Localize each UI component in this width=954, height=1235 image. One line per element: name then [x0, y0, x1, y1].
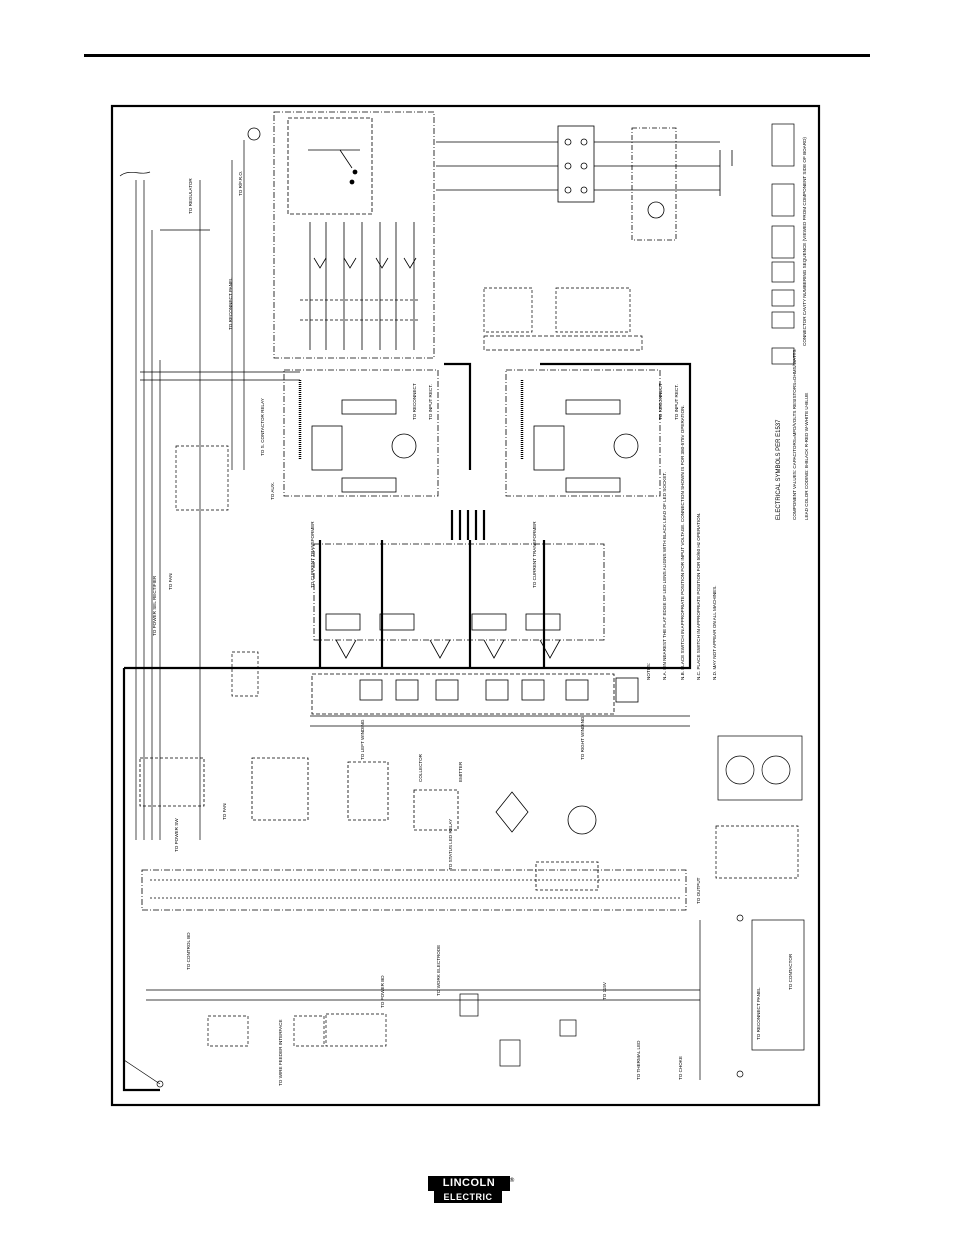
- power-board-right: [505, 369, 661, 497]
- label-7: TO AUX.: [270, 482, 275, 500]
- label-4: TO POWER SEL RECTIFIER: [152, 575, 157, 636]
- registered-mark: ®: [509, 1177, 515, 1184]
- label-31: TO WORK ELECTRODE: [436, 945, 441, 996]
- label-21: N.C. PLACE SWITCH IN APPROPRIATE POSITIO…: [696, 513, 701, 680]
- label-36: TO LEFT WINDING: [360, 719, 365, 760]
- label-25: TO WIRE FEEDER INTERFACE: [278, 1019, 283, 1086]
- diagram-labels: TO R/F.R.O. TO REGULATOR TO FAN TO POWER…: [152, 137, 809, 1086]
- label-8: TO CURRENT TRANSFORMER: [310, 521, 315, 588]
- label-13: TO INPUT RECT.: [674, 384, 679, 420]
- label-17: LEAD COLOR CODING: B-BLACK R-RED W-WHITE…: [804, 393, 809, 520]
- label-19: N.A. PIN NEAREST THE FLAT EDGE OF LED LE…: [662, 472, 667, 680]
- logo-line-1: LINCOLN: [428, 1176, 510, 1191]
- label-20: N.B. PLACE SWITCH IN APPROPRIATE POSITIO…: [680, 405, 685, 680]
- label-30: TO RECONNECT PANEL: [756, 987, 761, 1040]
- label-27: TO STATUS LED RELAY: [448, 819, 453, 870]
- label-37: TO RIGHT WINDING: [580, 716, 585, 760]
- label-1: TO R/F.R.O.: [238, 171, 243, 196]
- label-22: N.D. MAY NOT APPEAR ON ALL MACHINES.: [712, 585, 717, 680]
- label-10: TO INPUT RECT.: [428, 384, 433, 420]
- bottom-harness: [123, 735, 805, 1088]
- label-23: TO CONTROL BD: [186, 932, 191, 970]
- logo-line-2: ELECTRIC: [434, 1191, 502, 1203]
- left-wiring: [119, 140, 300, 840]
- lincoln-electric-logo: LINCOLN ELECTRIC ®: [428, 1176, 515, 1206]
- label-28: TO THERMAL LED: [636, 1040, 641, 1080]
- label-3: TO FAN: [168, 573, 173, 590]
- power-board-left: [283, 369, 439, 497]
- label-35: TO POWER SW: [174, 818, 179, 852]
- label-38: TO OUTPUT: [696, 877, 701, 904]
- label-33: COLLECTOR: [418, 753, 423, 782]
- main-conductors: [122, 362, 692, 1092]
- connector-cavity-legend: [771, 123, 795, 365]
- label-11: TO CURRENT TRANSFORMER: [532, 521, 537, 588]
- label-12: TO RECONNECT: [658, 383, 663, 420]
- label-16: COMPONENT VALUES: CAPACITORS=MFD/VOLTS R…: [792, 349, 797, 520]
- label-34: EMITTER: [458, 761, 463, 782]
- label-5: TO RECONNECT PANEL: [228, 277, 233, 330]
- label-2: TO REGULATOR: [188, 178, 193, 214]
- label-39: TO CHOKE: [678, 1056, 683, 1080]
- label-9: TO RECONNECT: [412, 383, 417, 420]
- label-6: TO S. CONTACTOR RELAY: [260, 398, 265, 456]
- diagram-frame: [110, 104, 821, 1107]
- control-section: [139, 757, 599, 891]
- label-18: NOTES:: [646, 663, 651, 680]
- reconnect-switch-block: [247, 111, 435, 359]
- transformer-row: [313, 543, 605, 659]
- label-24: TO POWER BD: [380, 975, 385, 1008]
- top-rule: [84, 54, 870, 57]
- top-connectors: [483, 287, 643, 351]
- label-14: CONNECTOR CAVITY NUMBERING SEQUENCE (VIE…: [802, 137, 807, 346]
- module-row: [310, 673, 690, 727]
- label-15: ELECTRICAL SYMBOLS PER E1537: [776, 419, 782, 520]
- pcb-connector-strip: [141, 869, 687, 911]
- label-26: TO FAN: [222, 803, 227, 820]
- input-terminal-block: [436, 125, 733, 241]
- label-29: TO CONTACTOR: [788, 953, 793, 990]
- label-32: TO 115V: [602, 981, 607, 1000]
